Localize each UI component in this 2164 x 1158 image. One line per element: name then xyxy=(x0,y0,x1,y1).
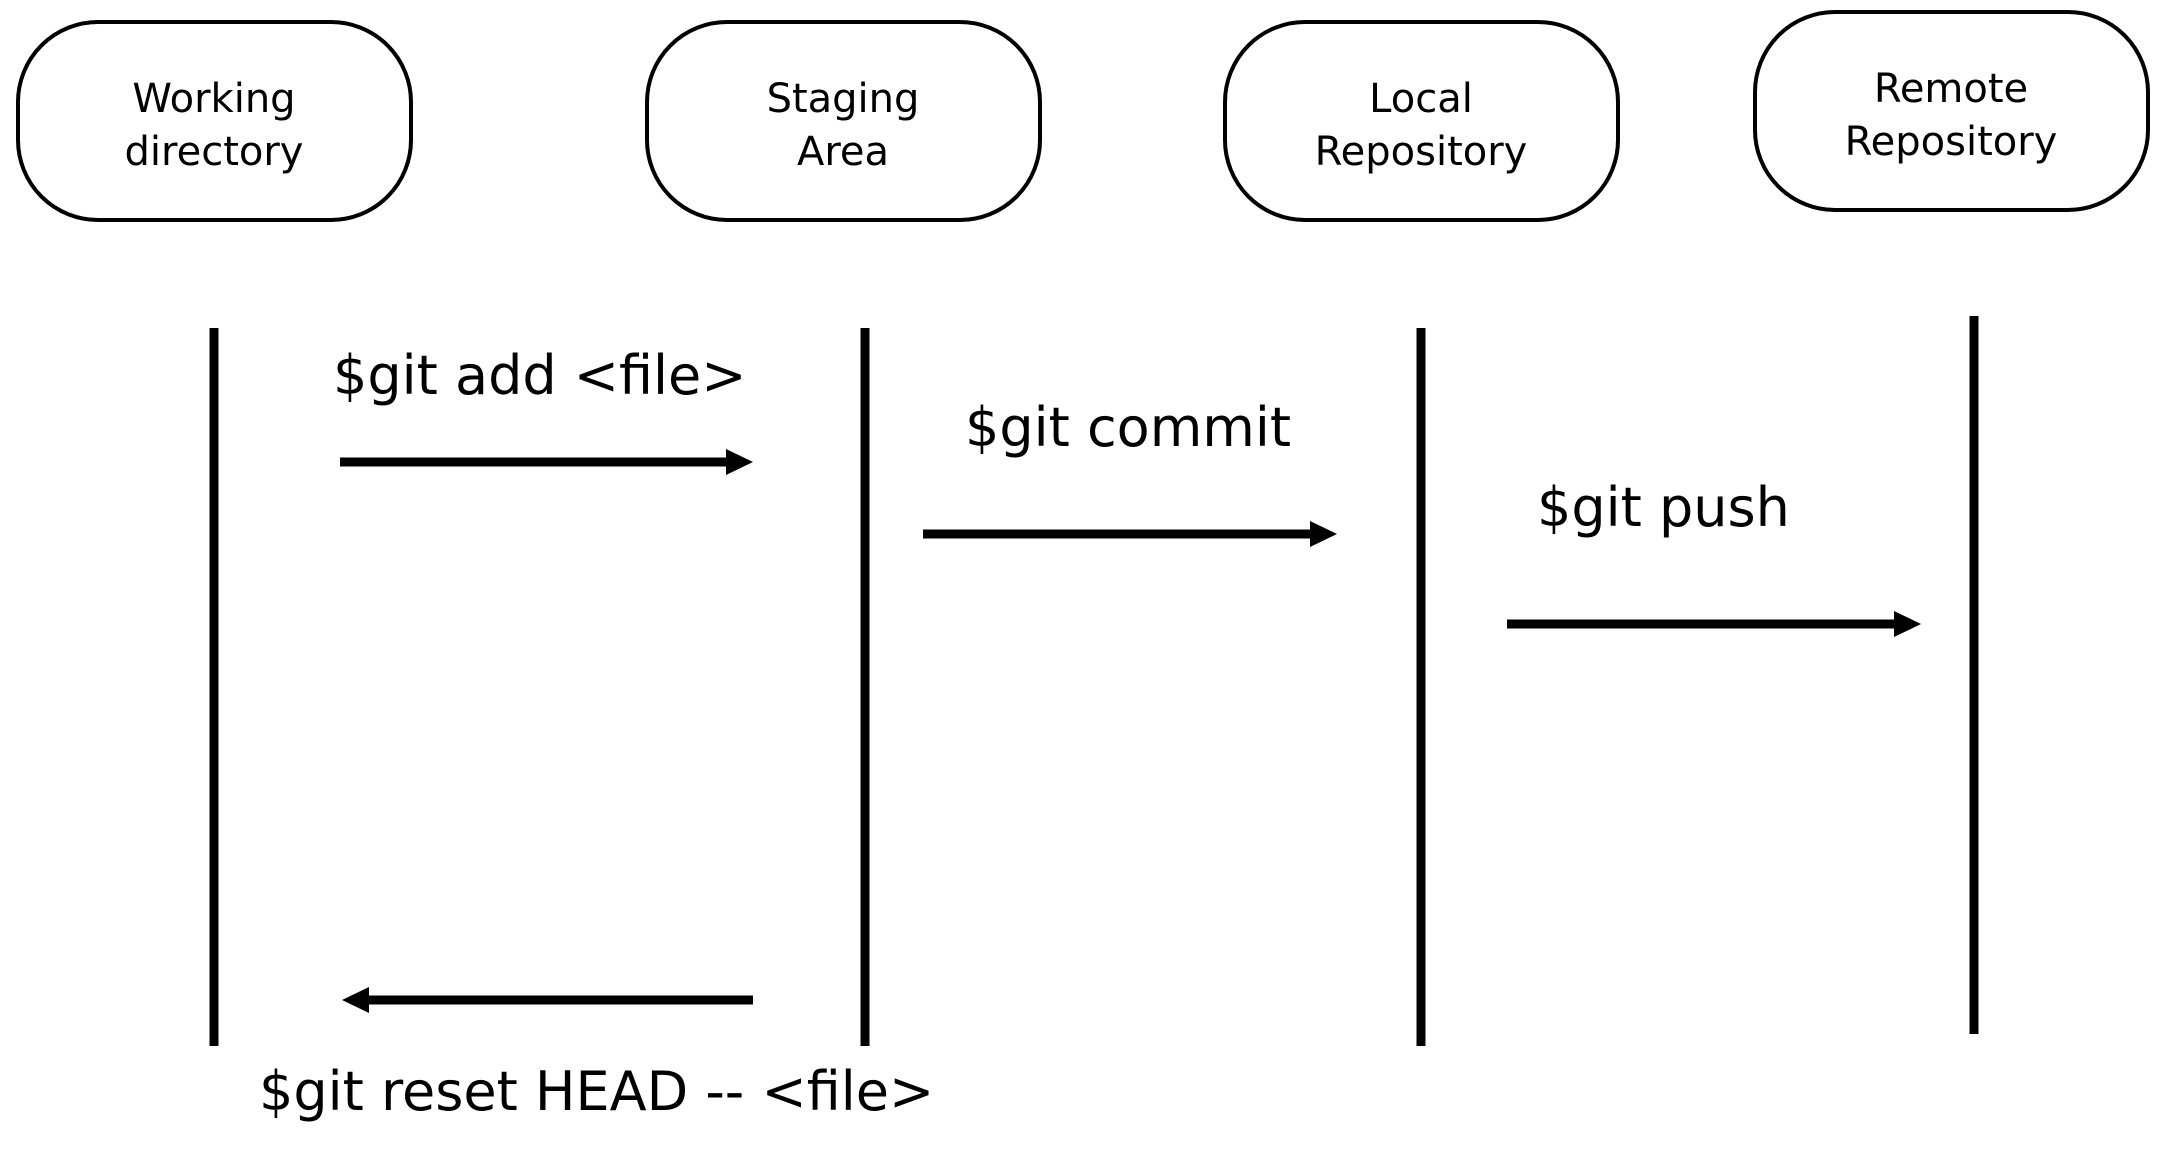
participant-label-line1: Local xyxy=(1369,76,1473,122)
participant-staging-area: Staging Area xyxy=(645,20,1042,222)
message-git-reset: $git reset HEAD -- <file> xyxy=(259,987,934,1123)
participant-remote-repository: Remote Repository xyxy=(1753,10,2150,212)
participant-box xyxy=(1223,20,1620,222)
message-label: $git commit xyxy=(965,396,1291,459)
arrow-head-right xyxy=(1894,611,1921,637)
message-label: $git push xyxy=(1537,476,1790,539)
participant-label-line1: Working xyxy=(132,76,295,122)
participant-working-directory: Working directory xyxy=(16,20,413,222)
message-label: $git add <file> xyxy=(333,344,747,407)
message-git-push: $git push xyxy=(1507,476,1921,637)
participant-label-line2: Repository xyxy=(1845,119,2058,165)
participant-label-line1: Staging xyxy=(767,76,920,122)
participant-label-line2: Repository xyxy=(1315,129,1528,175)
participant-box xyxy=(645,20,1042,222)
arrow-head-right xyxy=(1310,521,1337,547)
participant-local-repository: Local Repository xyxy=(1223,20,1620,222)
arrow-head-left xyxy=(342,987,369,1013)
participant-label-line2: Area xyxy=(797,129,889,175)
participant-box xyxy=(16,20,413,222)
participant-label-line1: Remote xyxy=(1874,66,2028,112)
message-git-add: $git add <file> xyxy=(333,344,753,475)
message-git-commit: $git commit xyxy=(923,396,1337,547)
participant-label-line2: directory xyxy=(125,129,304,175)
participant-box xyxy=(1753,10,2150,212)
message-label: $git reset HEAD -- <file> xyxy=(259,1060,934,1123)
arrow-head-right xyxy=(726,449,753,475)
